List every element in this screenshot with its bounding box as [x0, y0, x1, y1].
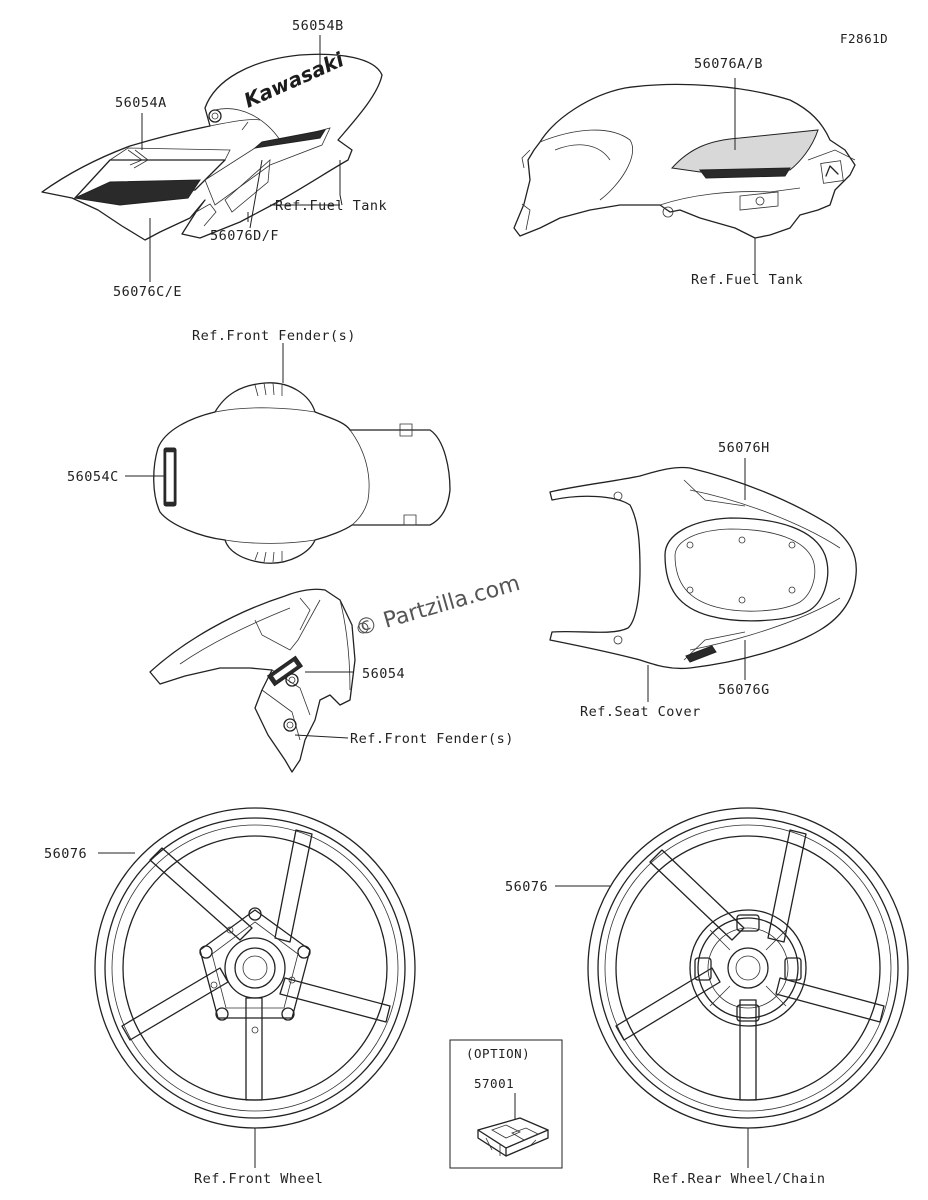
callout-56054a: 56054A	[115, 95, 167, 111]
rear-wheel-illustration	[587, 807, 909, 1129]
option-part-illustration	[477, 1117, 549, 1157]
option-title: (OPTION)	[466, 1046, 530, 1061]
ref-front-fender-top: Ref.Front Fender(s)	[192, 328, 356, 344]
ref-front-fender-side: Ref.Front Fender(s)	[350, 731, 514, 747]
front-fender-top-illustration	[153, 382, 451, 564]
ref-fuel-tank-left: Ref.Fuel Tank	[275, 198, 387, 214]
callout-56054c: 56054C	[67, 469, 119, 485]
callout-56076h: 56076H	[718, 440, 770, 456]
fuel-tank-right-illustration	[513, 83, 856, 239]
figure-code: F2861D	[840, 31, 888, 46]
callout-56076d-f: 56076D/F	[210, 228, 279, 244]
callout-56076g: 56076G	[718, 682, 770, 698]
callout-56076a-b: 56076A/B	[694, 56, 763, 72]
callout-56076c-e: 56076C/E	[113, 284, 182, 300]
callout-56054b: 56054B	[292, 18, 344, 34]
ref-seat-cover: Ref.Seat Cover	[580, 704, 701, 720]
ref-rear-wheel-chain: Ref.Rear Wheel/Chain	[653, 1171, 826, 1187]
ref-fuel-tank-right: Ref.Fuel Tank	[691, 272, 803, 288]
ref-front-wheel: Ref.Front Wheel	[194, 1171, 323, 1187]
kawasaki-logo: Kawasaki	[240, 47, 348, 113]
option-box: (OPTION) 57001	[449, 1039, 563, 1169]
front-wheel-illustration	[94, 807, 416, 1129]
front-fender-side-illustration	[149, 588, 369, 773]
option-part-number: 57001	[474, 1076, 514, 1091]
callout-56054: 56054	[362, 666, 405, 682]
callout-56076-front: 56076	[44, 846, 87, 862]
partzilla-watermark: © Partzilla.com	[353, 571, 523, 642]
seat-cover-illustration	[549, 466, 857, 670]
callout-56076-rear: 56076	[505, 879, 548, 895]
